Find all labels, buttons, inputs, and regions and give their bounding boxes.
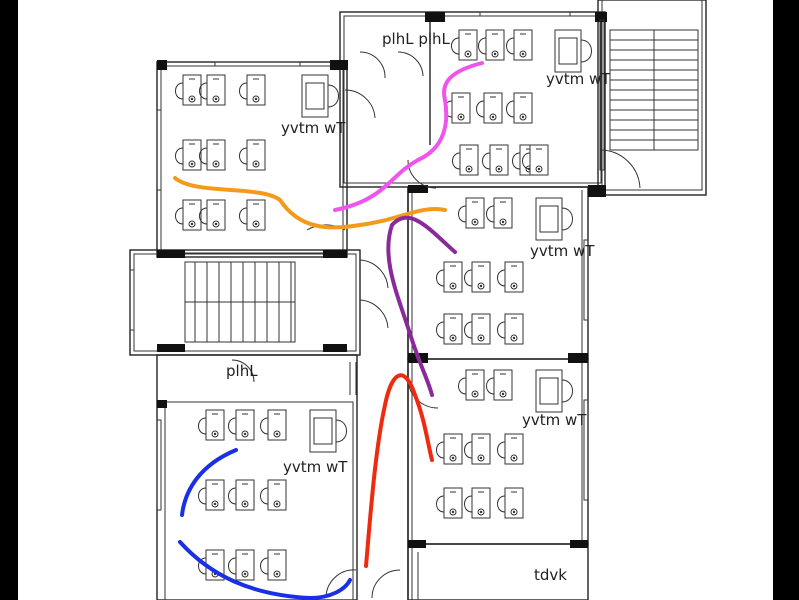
desk-with-chair (198, 479, 225, 511)
desk-with-chair (199, 139, 226, 171)
desk-with-chair (451, 29, 478, 61)
labels: plhL plhL yvtm wT yvtm wT yvtm wT plhL y… (226, 30, 611, 584)
label-wc-top: plhL plhL (382, 30, 451, 48)
label-wc-left: plhL (226, 362, 258, 380)
desk-with-chair (199, 74, 226, 106)
route-blue-upper (180, 448, 238, 517)
desk-with-chair (199, 199, 226, 231)
desk-with-chair (239, 139, 266, 171)
manager-desk (554, 29, 592, 73)
desk-with-chair (436, 433, 463, 465)
desk-with-chair (436, 487, 463, 519)
route-blue-lower (178, 540, 352, 600)
desk-with-chair (464, 433, 491, 465)
staircase-left (184, 261, 296, 343)
desk-with-chair (452, 144, 479, 176)
desk-with-chair (464, 261, 491, 293)
route-magenta (333, 61, 484, 212)
desk-with-chair (506, 29, 533, 61)
desk-with-chair (497, 433, 524, 465)
furniture (175, 29, 592, 581)
desk-with-chair (260, 479, 287, 511)
desk-with-chair (464, 487, 491, 519)
desk-with-chair (198, 409, 225, 441)
desk-with-chair (260, 409, 287, 441)
manager-desk (309, 409, 347, 453)
desk-with-chair (486, 369, 513, 401)
routes (173, 61, 484, 600)
desk-with-chair (482, 144, 509, 176)
label-room-right-low: yvtm wT (522, 411, 587, 429)
windows (129, 11, 605, 511)
desk-with-chair (436, 261, 463, 293)
desk-with-chair (239, 199, 266, 231)
desk-with-chair (458, 197, 485, 229)
desk-with-chair (260, 549, 287, 581)
desk-with-chair (478, 29, 505, 61)
desk-with-chair (476, 92, 503, 124)
desk-with-chair (486, 197, 513, 229)
desk-with-chair (506, 92, 533, 124)
desk-with-chair (228, 549, 255, 581)
label-room-top: yvtm wT (546, 70, 611, 88)
manager-desk (535, 369, 573, 413)
label-room-right-mid: yvtm wT (530, 242, 595, 260)
desk-with-chair (497, 261, 524, 293)
desk-with-chair (497, 487, 524, 519)
label-bottom-right: tdvk (534, 566, 567, 584)
desk-with-chair (175, 74, 202, 106)
route-red (364, 373, 434, 568)
label-room-left-low: yvtm wT (283, 458, 348, 476)
desk-with-chair (436, 313, 463, 345)
desk-with-chair (175, 199, 202, 231)
route-orange (173, 176, 447, 230)
desk-with-chair (464, 313, 491, 345)
desk-with-chair (228, 479, 255, 511)
label-room-left-upper: yvtm wT (281, 119, 346, 137)
desk-with-chair (239, 74, 266, 106)
manager-desk (301, 74, 339, 118)
desk-with-chair (175, 139, 202, 171)
route-purple (386, 215, 457, 397)
desk-with-chair (497, 313, 524, 345)
desk-with-chair (458, 369, 485, 401)
manager-desk (535, 197, 573, 241)
desk-with-chair (522, 144, 549, 176)
desk-with-chair (228, 409, 255, 441)
